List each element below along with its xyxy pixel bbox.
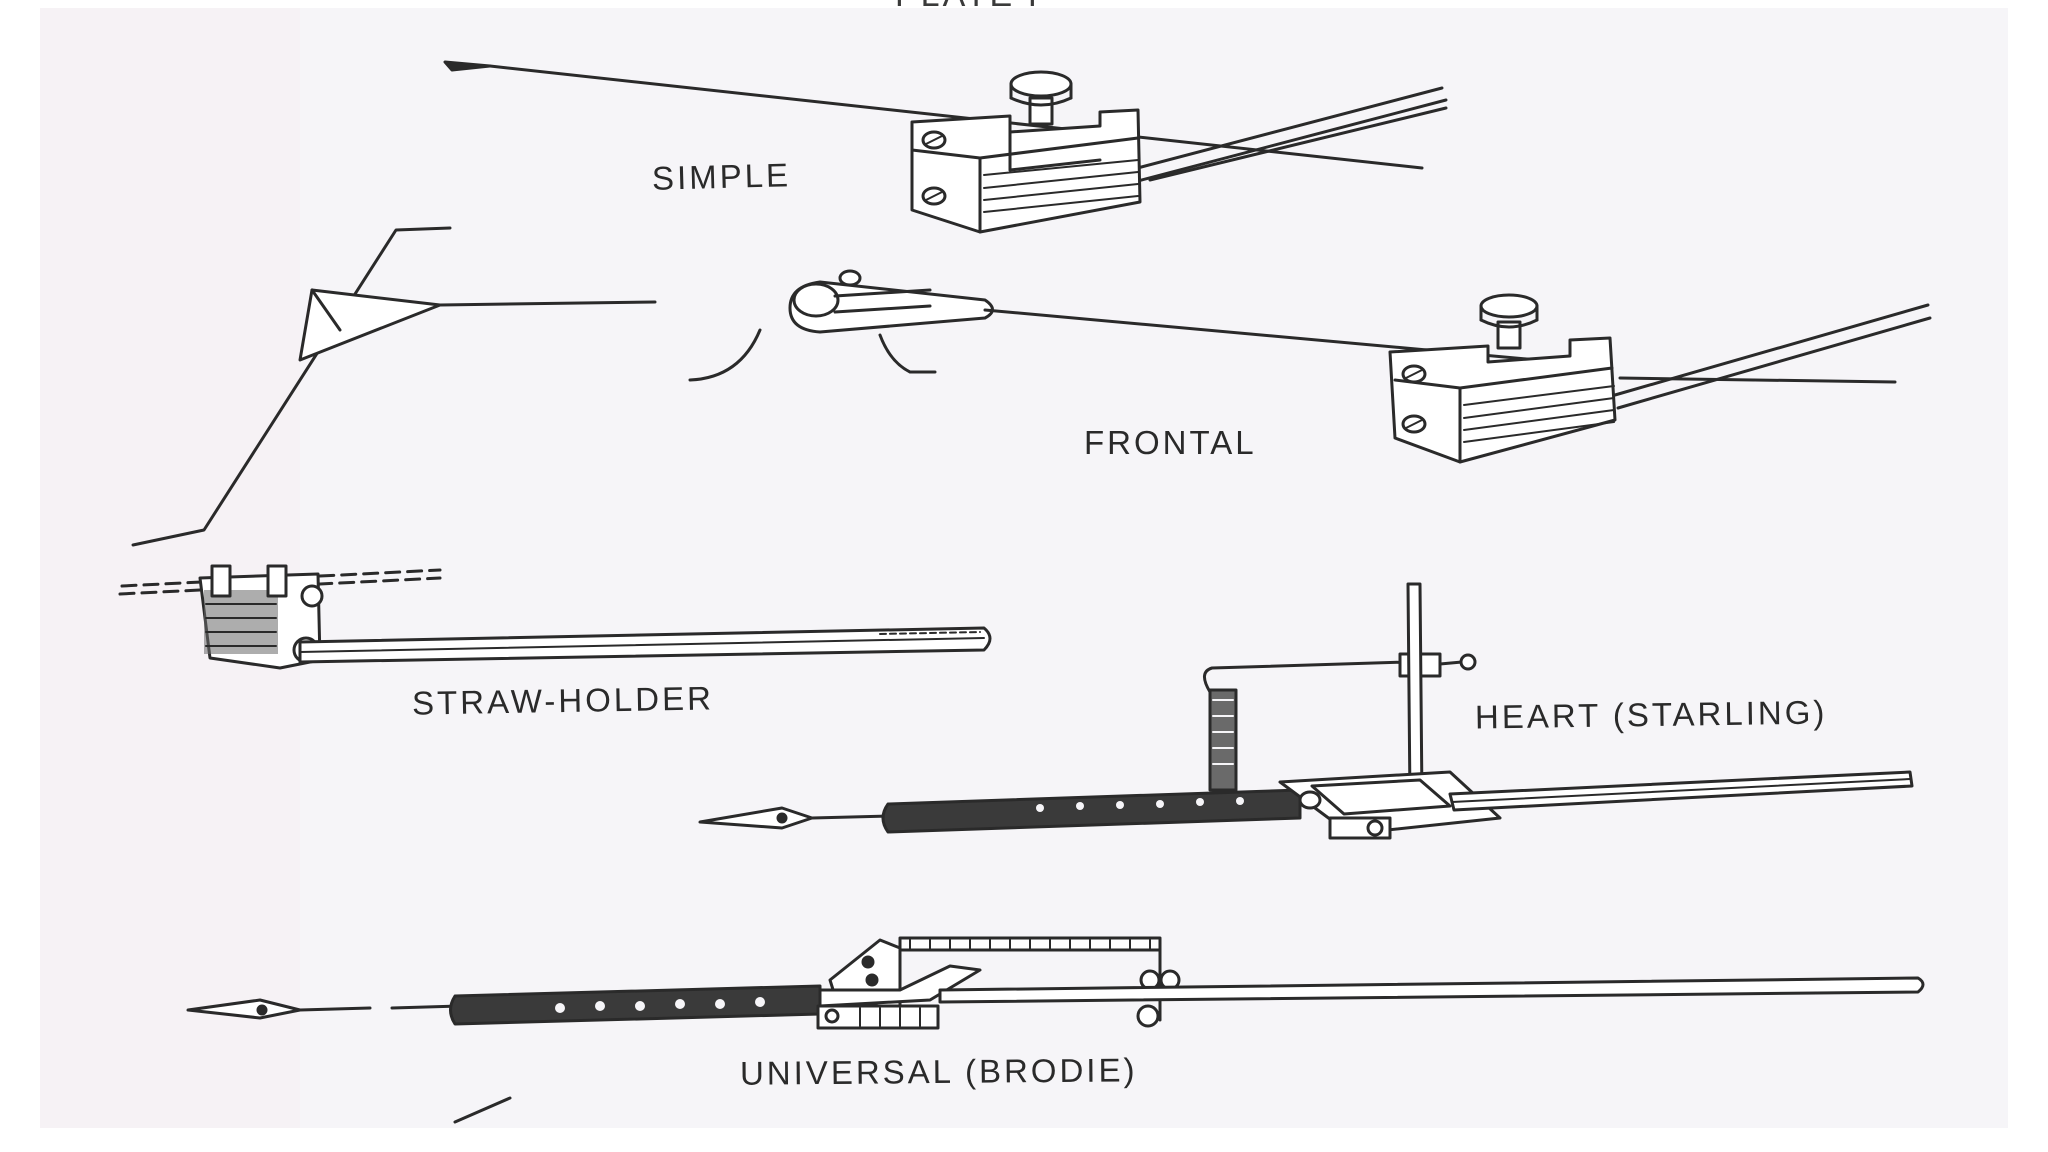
straw-holder-lever: [118, 564, 992, 670]
heart-dark-arm: [881, 788, 1302, 834]
heart-starling-lever: [698, 582, 1914, 840]
frontal-triangle: [298, 288, 442, 362]
plate-heading: PLATE I: [895, 0, 1040, 15]
universal-long-rod: [938, 976, 1925, 1004]
heart-spring: [1208, 688, 1238, 792]
simple-lever: [443, 60, 1448, 234]
label-frontal: FRONTAL: [1084, 424, 1257, 461]
simple-lever-pointer: [443, 60, 492, 72]
label-simple: SIMPLE: [651, 156, 792, 197]
paper-tint-left: [40, 8, 300, 1128]
label-heart-starling: HEART (STARLING): [1474, 693, 1828, 736]
frontal-lever: [131, 226, 1932, 547]
frontal-bent-wire: [131, 226, 452, 547]
universal-brodie-lever: [186, 936, 1925, 1124]
label-straw-holder: STRAW-HOLDER: [411, 679, 715, 722]
label-universal-brodie: UNIVERSAL (BRODIE): [739, 1051, 1138, 1092]
universal-base: [818, 964, 982, 1008]
heart-post: [1406, 582, 1424, 802]
